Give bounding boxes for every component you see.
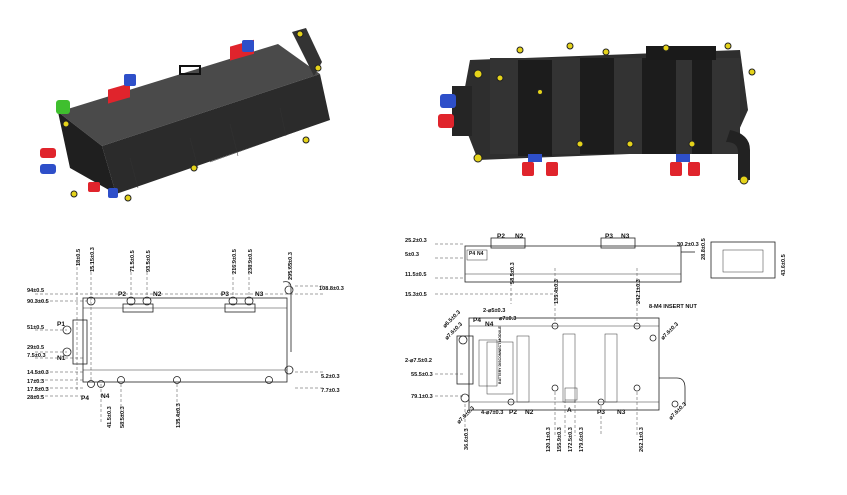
plan-label-p4: P4 (473, 317, 481, 324)
holes-2-note: 2-⌀5±0.3 (483, 308, 505, 314)
dim-41-5: 41.5±0.3 (107, 406, 113, 428)
side-and-bottom-view-drawing: BATTERY DISCONNECT MODULE P2 N2 P3 N3 P4… (405, 228, 845, 453)
plan-label-p2: P2 (509, 409, 517, 416)
top-label-p1: P1 (57, 321, 65, 328)
dim-90-3: 90.3±0.5 (27, 299, 49, 305)
top-label-p2: P2 (118, 291, 126, 298)
dim-14-5: 14.5±0.3 (27, 370, 49, 376)
dim-135-4: 135.4±0.3 (176, 403, 182, 428)
dim-94: 94±0.5 (27, 288, 44, 294)
side-label-n3: N3 (621, 233, 630, 240)
hole-small-note: ⌀7±0.3 (499, 316, 516, 322)
dim-93-5: 93.5±0.5 (146, 250, 152, 272)
side-label-n2: N2 (515, 233, 524, 240)
rv-dim-120-1: 120.1±0.3 (546, 427, 552, 452)
rv-dim-36-6: 36.6±0.3 (464, 428, 470, 450)
rv-dim-79-1: 79.1±0.3 (411, 394, 433, 400)
dim-28: 28±0.5 (27, 395, 44, 401)
plan-label-n2: N2 (525, 409, 534, 416)
rv-dim-25-2: 25.2±0.3 (405, 238, 427, 244)
rv-angle-3: ⌀7.6±0.3 (660, 322, 680, 342)
dim-5-2: 5.2±0.3 (321, 374, 340, 380)
side-label-p3: P3 (605, 233, 613, 240)
side-label-p2: P2 (497, 233, 505, 240)
iso-render-left (30, 18, 350, 218)
rv-dim-11-5: 11.5±0.5 (405, 272, 426, 278)
rv-dim-155-9: 155.9±0.3 (557, 427, 563, 452)
top-label-n3: N3 (255, 291, 264, 298)
side-label-p4: P4 (469, 251, 475, 257)
rv-dim-242-1: 242.1±0.3 (636, 279, 642, 304)
module-sticker: BATTERY DISCONNECT MODULE (498, 326, 502, 384)
plan-label-n4: N4 (485, 321, 494, 328)
rv-dim-55-5: 55.5±0.3 (411, 372, 433, 378)
insert-nut-note: 8-M4 INSERT NUT (649, 304, 697, 310)
dim-71-5: 71.5±0.5 (130, 250, 136, 272)
plan-label-p3: P3 (597, 409, 605, 416)
top-view-drawing: P2 N2 P3 N3 P1 N1 P4 N4 94±0.5 90.3±0.5 … (25, 232, 360, 432)
dim-17-5: 17.5±0.3 (27, 387, 49, 393)
top-label-p4: P4 (81, 395, 89, 402)
dim-7-5: 7.5±0.3 (27, 353, 46, 359)
dim-18: 18±0.5 (76, 249, 82, 266)
dim-58-5: 58.5±0.3 (120, 406, 126, 428)
side-label-n4: N4 (477, 251, 484, 257)
top-label-n1: N1 (57, 355, 66, 362)
rv-dim-262-1: 262.1±0.3 (639, 427, 645, 452)
rv-dim-172-5: 172.5±0.3 (568, 427, 574, 452)
plan-label-a: A (567, 407, 572, 414)
rv-dim-179-6: 179.6±0.3 (579, 427, 585, 452)
rv-dim-58-5: 58.5±0.3 (510, 262, 516, 284)
top-label-p3: P3 (221, 291, 229, 298)
rv-dim-135-4: 135.4±0.3 (554, 279, 560, 304)
dim-29: 29±0.5 (27, 345, 44, 351)
dim-17: 17±0.3 (27, 379, 44, 385)
rv-dim-15-3: 15.3±0.5 (405, 292, 427, 298)
dim-7-7: 7.7±0.3 (321, 388, 340, 394)
plan-label-n3: N3 (617, 409, 626, 416)
rv-angle-2: ⌀7.6±0.3 (456, 406, 476, 426)
holes-slot-note: 2-⌀7.5±0.2 (405, 358, 432, 364)
rv-dim-28-8: 28.8±0.5 (701, 238, 707, 260)
dim-295-65: 295.65±0.3 (288, 252, 294, 280)
rv-dim-5: 5±0.3 (405, 252, 419, 258)
dim-51: 51±0.5 (27, 325, 44, 331)
top-label-n2: N2 (153, 291, 162, 298)
dim-15-15: 15.15±0.3 (90, 247, 96, 272)
holes-4-note: 4-⌀7±0.3 (481, 410, 503, 416)
iso-render-right (430, 30, 770, 190)
rv-dim-43-6: 43.6±0.5 (781, 254, 787, 276)
dim-108-8: 108.8±0.3 (319, 286, 344, 292)
dim-238-9: 238.9±0.5 (248, 249, 254, 274)
top-label-n4: N4 (101, 393, 110, 400)
dim-216-9: 216.9±0.5 (232, 249, 238, 274)
rv-dim-30-2: 30.2±0.3 (677, 242, 699, 248)
